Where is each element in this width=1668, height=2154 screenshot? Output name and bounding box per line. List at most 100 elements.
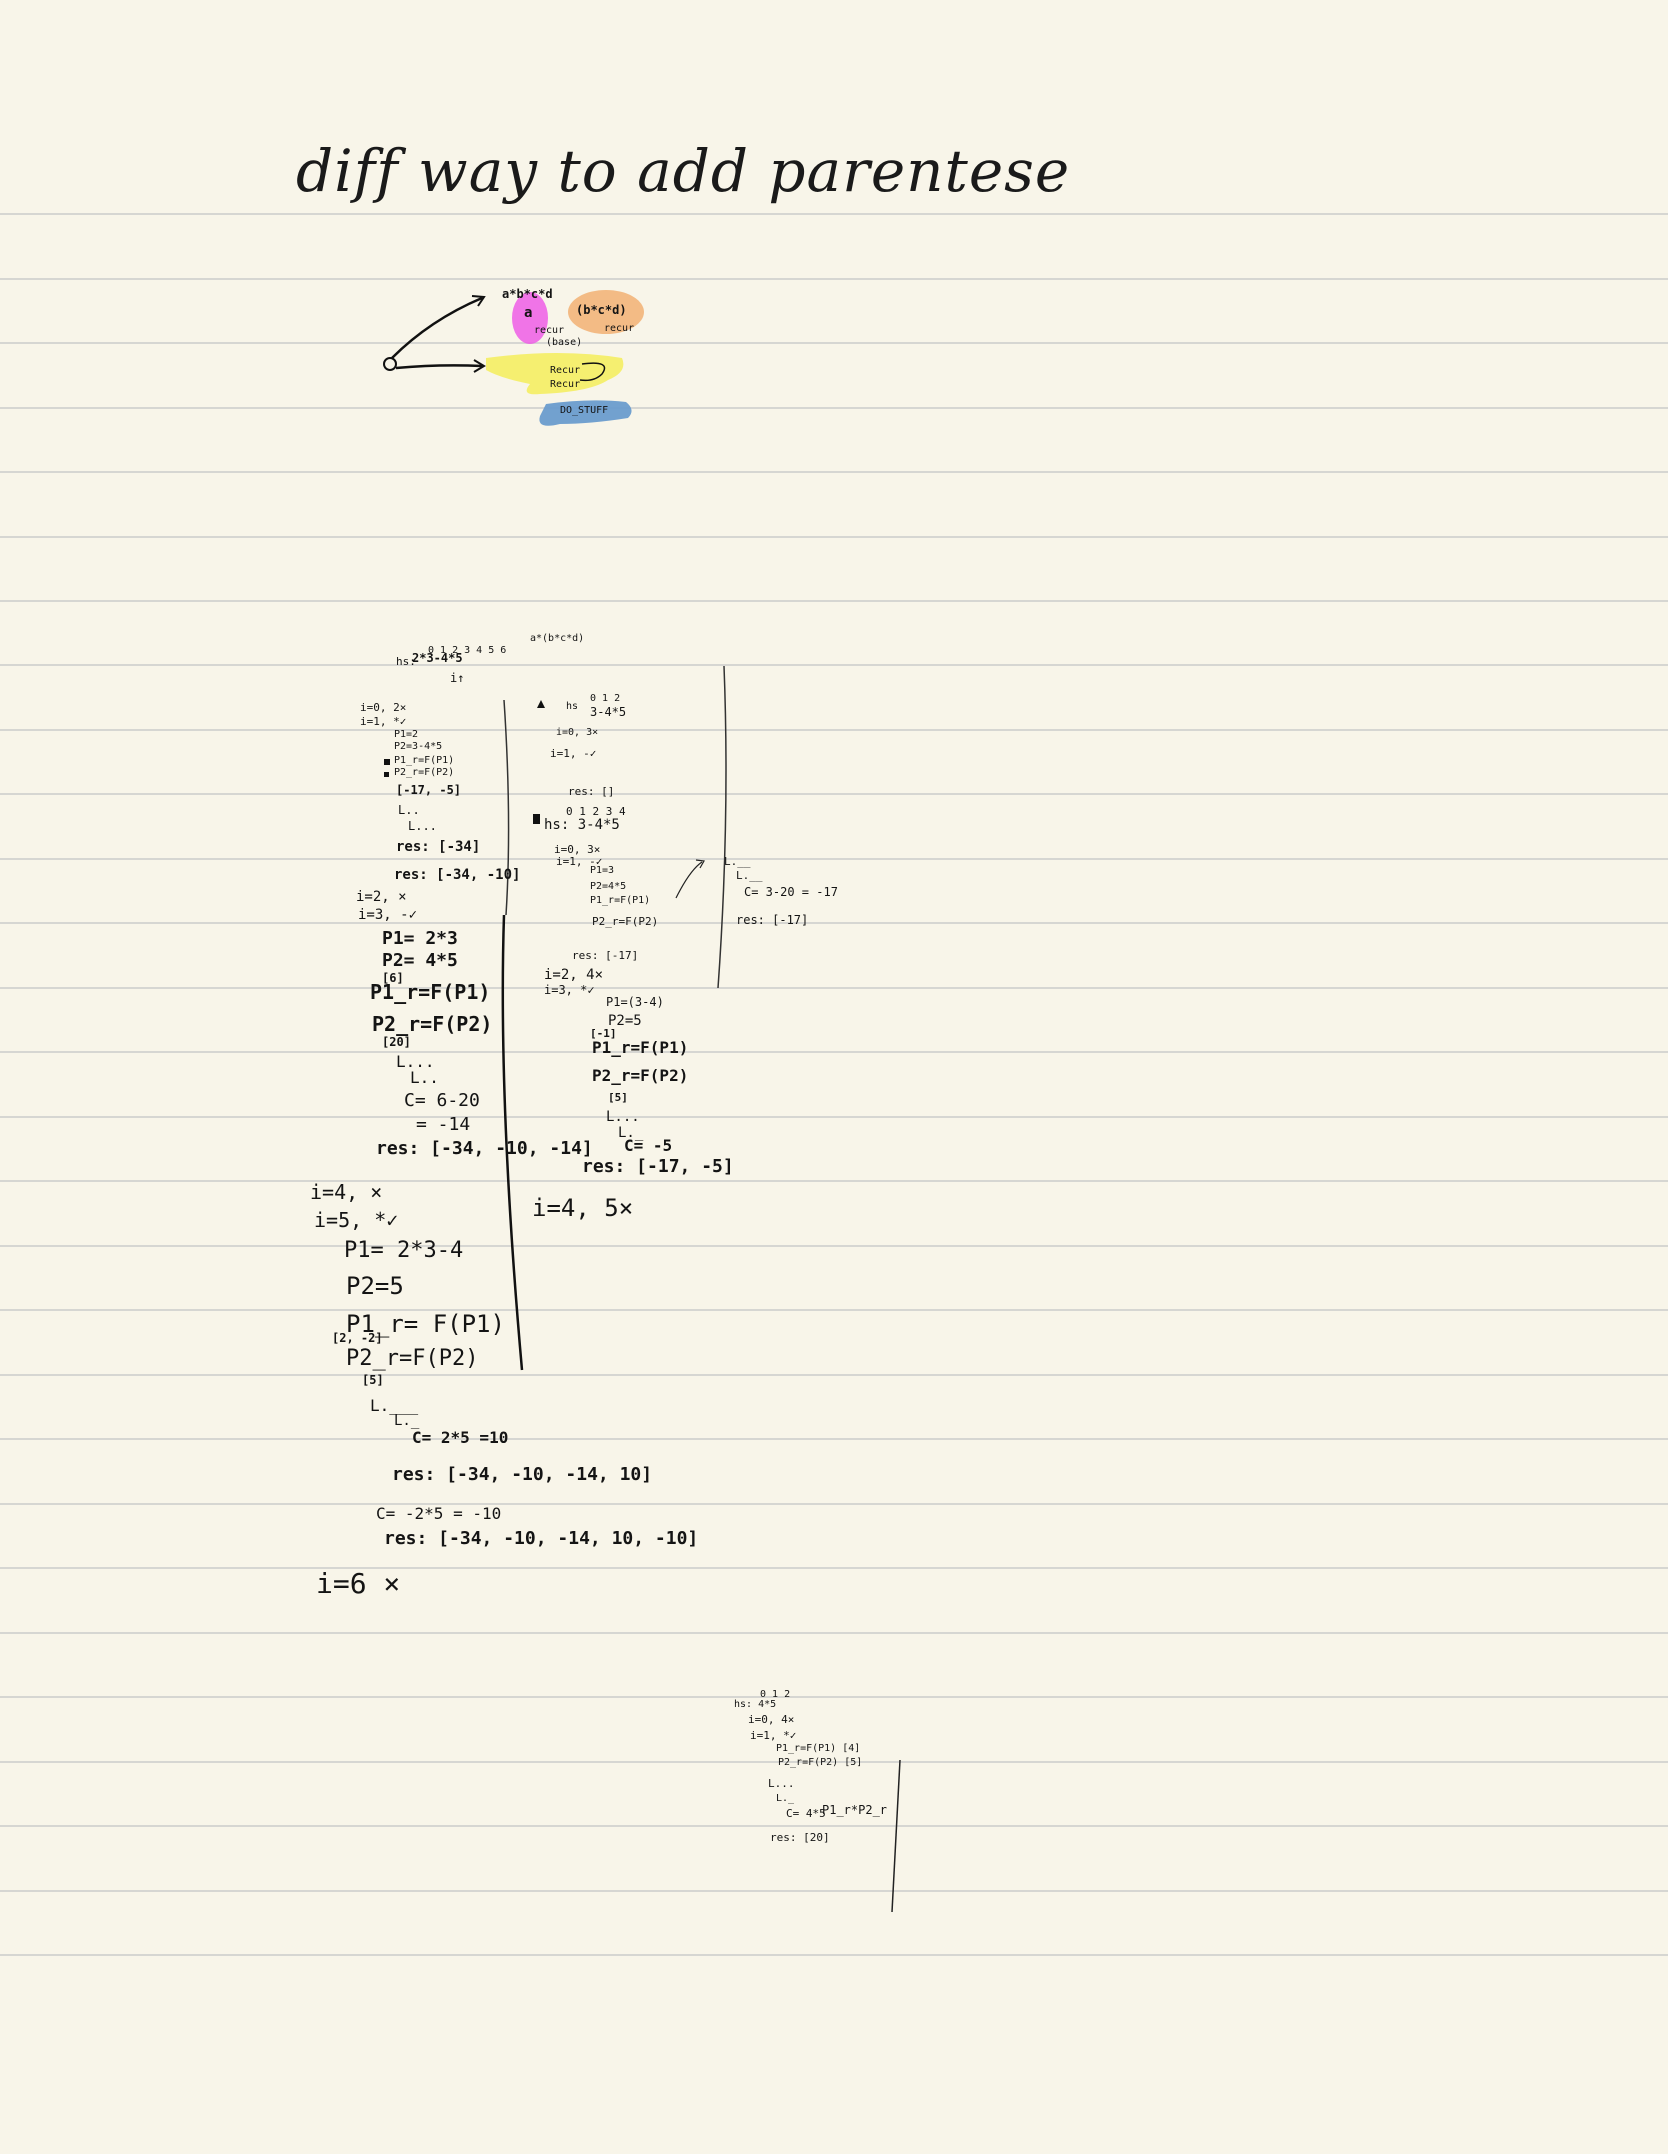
trace-left-line: P2_r=F(P2) [346, 1346, 479, 1371]
trace-middle-line: [5] [608, 1091, 628, 1104]
trace-bottom-line: L... [768, 1777, 795, 1790]
trace-left-line: [-17, -5] [396, 783, 462, 797]
trace-left-line: res: [-34] [396, 839, 481, 855]
trace-middle-line: P1=(3-4) [606, 995, 664, 1009]
trace-middle-line: res: [-17, -5] [582, 1156, 734, 1177]
trace-bottom-line: 0 1 2 [760, 1689, 791, 1700]
arrow-up-head [471, 295, 486, 307]
trace-left-line: res: [-34, -10, -14] [376, 1138, 593, 1159]
trace-left-line: P2=5 [346, 1272, 404, 1300]
ruled-line [0, 793, 1668, 795]
trace-bottom-line: i=1, *✓ [750, 1729, 797, 1742]
bracket-line-4 [891, 1759, 901, 1913]
trace-left-line: P1_r= F(P1) [346, 1310, 505, 1338]
trace-middle-line: i=0, 3× [554, 843, 601, 856]
trace-left-line: P1= 2*3-4 [344, 1238, 464, 1263]
diagram-yellow-2: Recur [550, 379, 581, 390]
trace-middle-line: i=3, *✓ [544, 983, 595, 997]
trace-left-line: hs: [396, 655, 416, 668]
ruled-line [0, 600, 1668, 602]
trace-middle-line: L._ [618, 1125, 644, 1141]
marker-triangle-2 [537, 700, 545, 708]
ruled-line [0, 922, 1668, 924]
trace-left-line: i=5, *✓ [314, 1208, 399, 1232]
diagram-recur-label-3: recur [604, 323, 635, 334]
diagram-recur-left: a [524, 305, 533, 321]
trace-middle-line: hs [566, 701, 579, 712]
trace-left-line: P1_r=F(P1) [370, 980, 491, 1004]
diagram-blue: DO_STUFF [560, 405, 609, 416]
ruled-line [0, 1632, 1668, 1634]
trace-middle-line: L... [606, 1109, 640, 1125]
trace-bottom-line: L._ [776, 1793, 795, 1804]
ruled-line [0, 1761, 1668, 1763]
ruled-line [0, 987, 1668, 989]
ruled-line [0, 1567, 1668, 1569]
trace-middle-line: [-1] [590, 1027, 617, 1040]
trace-right-line: C= 3-20 = -17 [744, 885, 838, 899]
blue-highlight [539, 400, 632, 426]
trace-left-line: L... [396, 1052, 435, 1071]
page-title: diff way to add parentese [296, 137, 1071, 205]
trace-left-line: i=6 × [316, 1567, 401, 1600]
trace-middle-line: 3-4*5 [590, 705, 627, 719]
trace-right-line: res: [-17] [736, 913, 809, 927]
ruled-line [0, 1051, 1668, 1053]
trace-right-line: L.__ [736, 869, 763, 882]
pink-highlight [512, 292, 548, 344]
trace-middle-line: res: [] [568, 785, 615, 798]
trace-left-line: P1= 2*3 [382, 928, 458, 949]
root-node [383, 357, 397, 371]
diagram-recur-right: (b*c*d) [576, 303, 627, 317]
trace-left-line: i=4, × [310, 1180, 383, 1204]
ruled-line [0, 536, 1668, 538]
arrow-up [391, 296, 483, 359]
diagram-recur-label-2: (base) [546, 337, 583, 348]
trace-left-line: i↑ [450, 671, 465, 685]
trace-left-line: P2=3-4*5 [394, 741, 443, 752]
trace-middle-line: i=2, 4× [544, 967, 604, 983]
trace-left-line: L.. [398, 803, 420, 817]
trace-middle-line: a*(b*c*d) [530, 633, 585, 644]
trace-bottom-line: i=0, 4× [748, 1713, 795, 1726]
trace-middle-line: P2=5 [608, 1013, 642, 1029]
trace-left-line: [20] [382, 1035, 411, 1049]
ruled-line [0, 1890, 1668, 1892]
ruled-line [0, 1503, 1668, 1505]
trace-left-line: P1_r=F(P1) [394, 755, 455, 766]
marker-square-2 [533, 814, 540, 824]
ruled-line [0, 1825, 1668, 1827]
ruled-line [0, 1696, 1668, 1698]
ruled-line [0, 664, 1668, 666]
trace-left-line: = -14 [416, 1114, 471, 1135]
ruled-line [0, 858, 1668, 860]
trace-left-line: L.___ [370, 1396, 419, 1415]
trace-left-line: [5] [362, 1373, 384, 1387]
trace-left-line: C= 2*5 =10 [412, 1428, 509, 1447]
trace-bottom-line: P1_r=F(P1) [4] [776, 1743, 861, 1754]
trace-left-line: res: [-34, -10, -14, 10, -10] [384, 1528, 699, 1549]
trace-left-line: P2= 4*5 [382, 950, 458, 971]
ruled-line [0, 1438, 1668, 1440]
trace-left-line: C= 6-20 [404, 1090, 480, 1111]
trace-middle-line: i=1, -✓ [550, 747, 597, 760]
ruled-line [0, 1954, 1668, 1956]
marker-square-1 [384, 772, 389, 777]
ruled-line [0, 342, 1668, 344]
arrow-right [395, 364, 483, 370]
trace-left-line: i=0, 2× [360, 701, 407, 714]
arrow-right-head [473, 359, 486, 373]
trace-right-line: L.__ [724, 855, 751, 868]
trace-left-line: L._ [394, 1413, 420, 1429]
ruled-line [0, 729, 1668, 731]
trace-left-line: i=2, × [356, 889, 407, 905]
trace-left-line: [6] [382, 971, 404, 985]
diagram-yellow-1: Recur [550, 365, 581, 376]
trace-left-line: 2*3-4*5 [412, 651, 463, 665]
trace-bottom-line: res: [20] [770, 1831, 830, 1844]
trace-left-line: C= -2*5 = -10 [376, 1504, 502, 1523]
ruled-line [0, 1116, 1668, 1118]
trace-middle-line: hs: 3-4*5 [544, 817, 620, 833]
trace-left-line: P1=2 [394, 729, 419, 740]
